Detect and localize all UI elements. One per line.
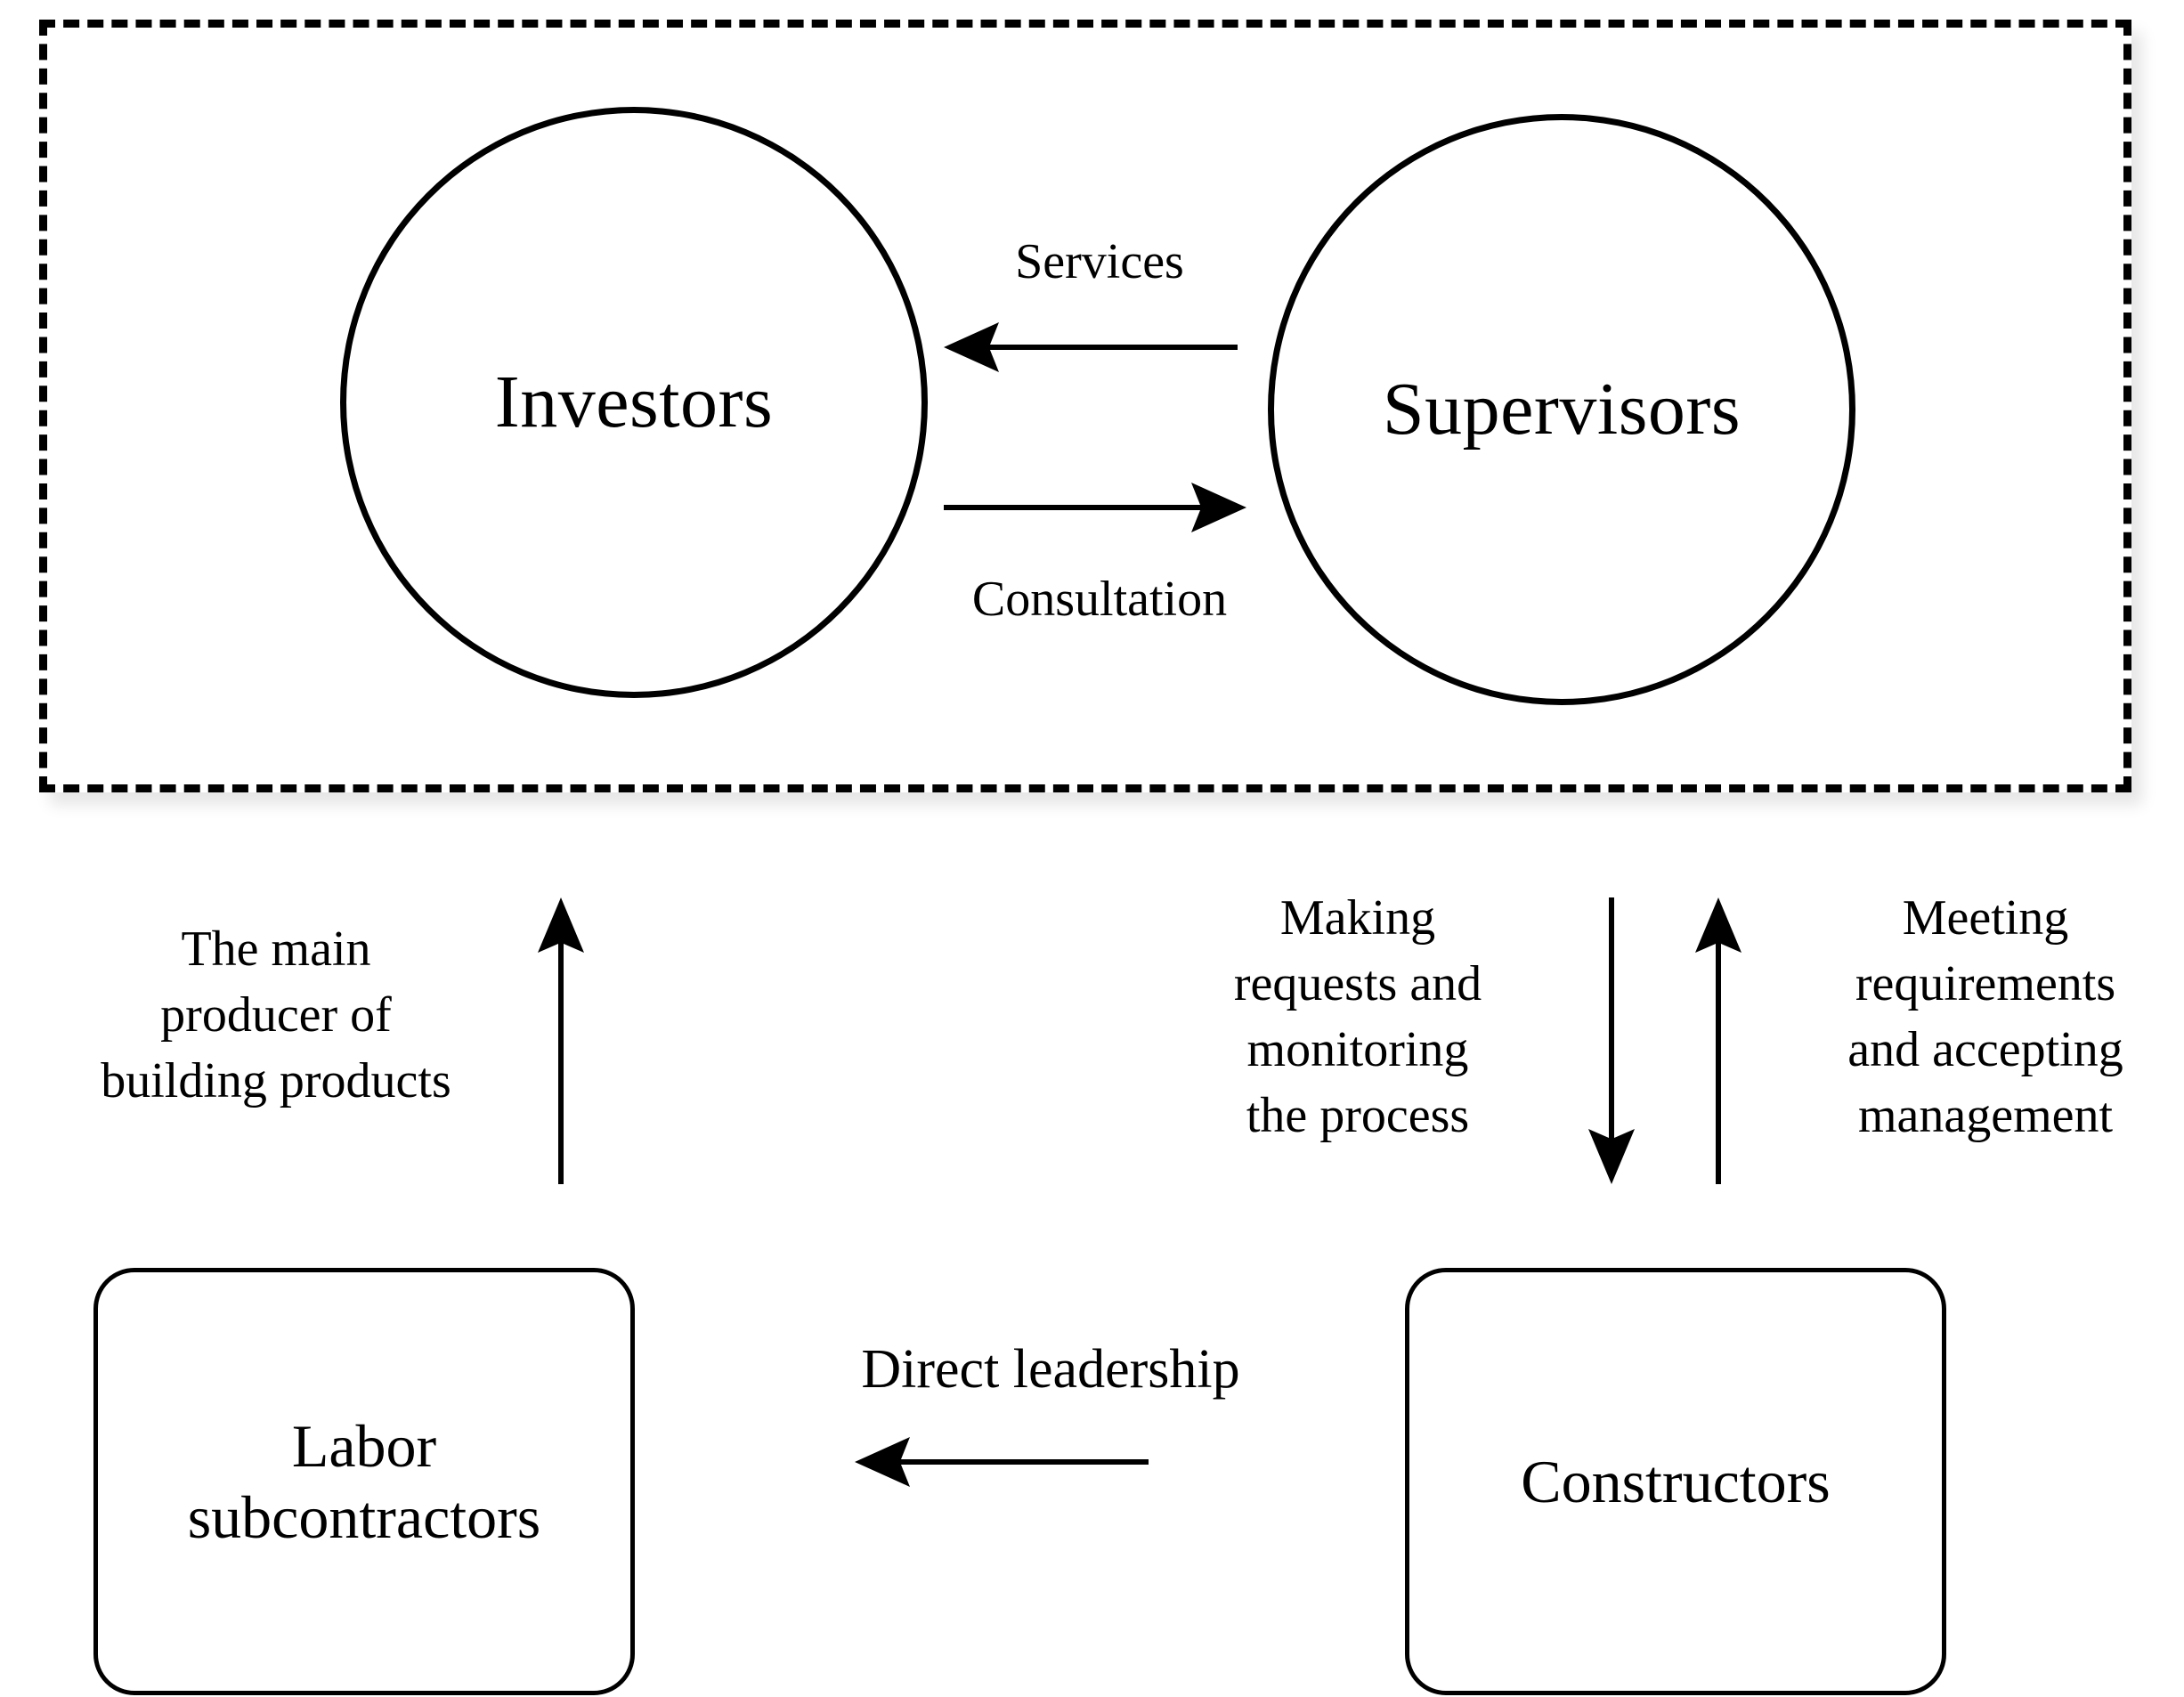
node-supervisors-label: Supervisors — [1382, 368, 1742, 451]
edge-label-direct-leadership: Direct leadership — [861, 1339, 1240, 1400]
node-constructors[interactable]: Constructors — [1405, 1268, 1946, 1695]
edge-label-meeting-requirements: Meeting requirements and accepting manag… — [1847, 890, 2123, 1143]
node-investors-label: Investors — [494, 361, 774, 443]
governance-group-container — [39, 20, 2131, 792]
edge-label-making-requests: Making requests and monitoring the proce… — [1233, 890, 1482, 1143]
arrow-up-meeting-requirements-icon — [1692, 897, 1745, 1184]
edge-label-main-producer: The main producer of building products — [101, 922, 451, 1108]
edge-label-consultation: Consultation — [971, 572, 1228, 627]
node-constructors-label: Constructors — [1521, 1447, 1831, 1515]
arrow-left-direct-leadership-icon — [855, 1435, 1149, 1489]
edge-label-services: Services — [1015, 234, 1184, 289]
arrow-left-services-icon — [944, 321, 1238, 374]
arrow-up-main-producer-icon — [534, 897, 588, 1184]
node-investors[interactable]: Investors — [340, 107, 928, 698]
node-labor-subcontractors[interactable]: Labor subcontractors — [93, 1268, 635, 1695]
arrow-right-consultation-icon — [944, 481, 1246, 534]
node-labor-subcontractors-label: Labor subcontractors — [187, 1411, 541, 1551]
node-supervisors[interactable]: Supervisors — [1268, 114, 1855, 705]
arrow-down-making-requests-icon — [1585, 897, 1638, 1184]
